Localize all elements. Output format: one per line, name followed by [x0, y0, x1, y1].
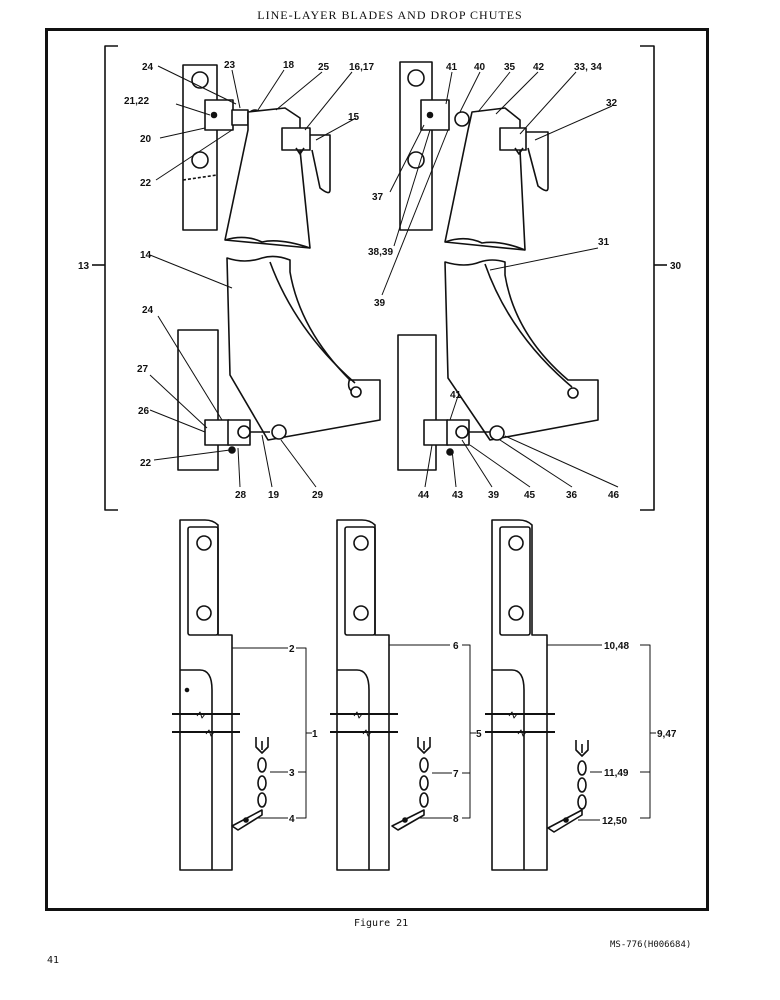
blade-variant-3: [485, 519, 589, 871]
callout-24: 24: [142, 62, 154, 73]
plate-hole: [407, 69, 425, 87]
callout-41: 41: [446, 62, 458, 73]
callout-3: 3: [289, 768, 295, 779]
callout-29: 29: [312, 490, 324, 501]
callout-19: 19: [268, 490, 280, 501]
callout-1: 1: [312, 729, 318, 740]
callout-22-lower: 22: [140, 458, 152, 469]
chute-upper-right: [399, 61, 549, 251]
plate-hole: [191, 71, 209, 89]
callout-38-39: 38,39: [368, 247, 393, 258]
callout-39-lower: 39: [488, 490, 500, 501]
latch-handle: [310, 134, 331, 194]
hinge-block: [423, 419, 449, 446]
callout-13: 13: [78, 261, 90, 272]
callout-18: 18: [283, 60, 295, 71]
callout-41-lower: 41: [450, 390, 462, 401]
callout-14: 14: [140, 250, 152, 261]
callout-6: 6: [453, 641, 459, 652]
blade-variant-2: [330, 519, 431, 871]
callout-31: 31: [598, 237, 610, 248]
page-number: 41: [47, 955, 60, 966]
mounting-plate: [182, 64, 218, 231]
callout-35: 35: [504, 62, 516, 73]
callout-10-48: 10,48: [604, 641, 629, 652]
callout-15: 15: [348, 112, 360, 123]
hinge-pin: [454, 111, 470, 127]
callout-43: 43: [452, 490, 464, 501]
callout-30: 30: [670, 261, 682, 272]
callout-27: 27: [137, 364, 149, 375]
callout-37: 37: [372, 192, 384, 203]
callout-33-34: 33, 34: [574, 62, 602, 73]
callout-22: 22: [140, 178, 152, 189]
callout-39: 39: [374, 298, 386, 309]
hinge-pin: [271, 424, 287, 440]
figure-caption: Figure 21: [354, 918, 409, 929]
callout-21-22: 21,22: [124, 96, 149, 107]
figure-frame: [45, 28, 709, 911]
leader-lines: [149, 65, 656, 821]
blade-variant-1: [172, 519, 269, 871]
callout-4: 4: [289, 814, 295, 825]
callout-7: 7: [453, 769, 459, 780]
chute-upper-left: [182, 64, 331, 249]
mounting-plate: [177, 329, 219, 471]
blade-lower-left: [177, 255, 381, 471]
callout-32: 32: [606, 98, 618, 109]
document-code: MS-776(H006684): [610, 940, 692, 950]
callout-9-47: 9,47: [657, 729, 677, 740]
callout-11-49: 11,49: [604, 768, 629, 779]
callout-40: 40: [474, 62, 486, 73]
callout-44: 44: [418, 490, 430, 501]
plate-hole: [407, 151, 425, 169]
mounting-plate: [397, 334, 437, 471]
latch-handle: [526, 131, 549, 192]
callout-45: 45: [524, 490, 536, 501]
callout-28: 28: [235, 490, 247, 501]
blade-lower-right: [397, 259, 599, 471]
blade-body: [226, 255, 381, 441]
callout-42: 42: [533, 62, 545, 73]
callout-24-lower: 24: [142, 305, 154, 316]
blade-body: [444, 259, 599, 441]
callout-8: 8: [453, 814, 459, 825]
callout-2: 2: [289, 644, 295, 655]
callout-46: 46: [608, 490, 620, 501]
callout-25: 25: [318, 62, 330, 73]
callout-23: 23: [224, 60, 236, 71]
callout-12-50: 12,50: [602, 816, 627, 827]
callout-5: 5: [476, 729, 482, 740]
callout-20: 20: [140, 134, 152, 145]
plate-hole: [191, 151, 209, 169]
hinge-pin: [489, 425, 505, 441]
callout-36: 36: [566, 490, 578, 501]
callout-16-17: 16,17: [349, 62, 374, 73]
hinge-block: [204, 419, 230, 446]
page-header: LINE-LAYER BLADES AND DROP CHUTES: [257, 8, 523, 22]
bracket-right: [640, 45, 667, 511]
callout-26: 26: [138, 406, 150, 417]
callout-labels: 24 23 18 25 16,17 21,22 20 15 22 13 14 2…: [78, 60, 682, 827]
mounting-plate: [399, 61, 433, 231]
bracket-left: [92, 45, 118, 511]
hinge-block: [420, 99, 450, 131]
